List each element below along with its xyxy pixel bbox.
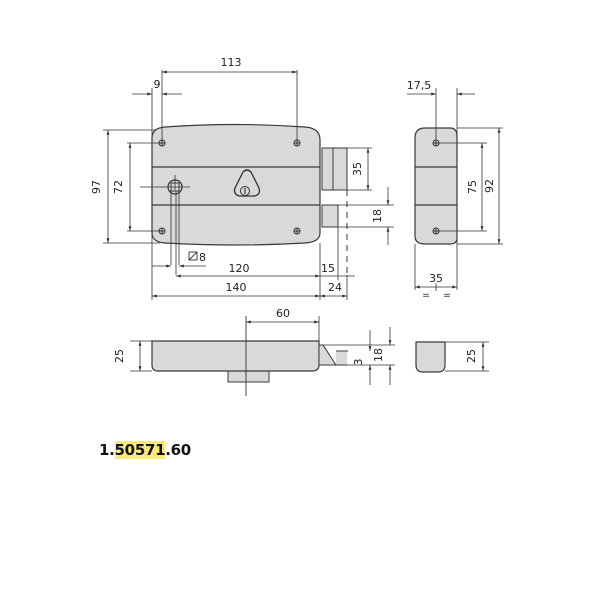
side-view-labels: 17,5 75 92 35 = = (407, 79, 496, 301)
end-view (415, 341, 446, 373)
side-view-dimensions (407, 88, 503, 291)
dim-18-bottom: 18 (372, 348, 385, 362)
dim-3: 3 (352, 359, 365, 366)
side-view (414, 127, 458, 245)
dim-60: 60 (276, 307, 290, 320)
dim-15: 15 (321, 262, 335, 275)
end-view-dimensions (445, 341, 489, 372)
equal-mark-right: = (443, 291, 451, 301)
bottom-view-labels: 60 25 3 18 (113, 307, 385, 366)
front-view-labels: 113 9 97 72 35 18 8 120 140 15 24 (90, 56, 384, 294)
product-code-prefix: 1. (99, 441, 115, 459)
bottom-view-dimensions (130, 316, 395, 385)
dim-72: 72 (112, 180, 125, 194)
dim-120: 120 (229, 262, 250, 275)
front-view-dimensions (103, 70, 394, 300)
product-code-highlight: 50571 (114, 441, 166, 459)
dim-113: 113 (221, 56, 242, 69)
dim-square-8: 8 (199, 251, 206, 264)
dim-17-5: 17,5 (407, 79, 432, 92)
dim-35-width: 35 (429, 272, 443, 285)
dim-25: 25 (113, 349, 126, 363)
bottom-view (151, 316, 348, 396)
dim-18: 18 (371, 209, 384, 223)
dim-92: 92 (483, 179, 496, 193)
product-code: 1.50571.60 (99, 441, 191, 459)
dim-24: 24 (328, 281, 342, 294)
equal-mark-left: = (422, 291, 430, 301)
square-spindle-symbol-icon (188, 251, 198, 261)
dim-75: 75 (466, 180, 479, 194)
dim-35: 35 (351, 162, 364, 176)
spindle-icon (140, 175, 190, 275)
dim-140: 140 (226, 281, 247, 294)
dim-97: 97 (90, 180, 103, 194)
product-code-suffix: .60 (165, 441, 191, 459)
front-view (140, 123, 348, 275)
keyhole-cylinder-icon (233, 169, 261, 197)
screw-hole-icon (293, 227, 301, 235)
dim-9: 9 (154, 78, 161, 91)
dim-25-end: 25 (465, 349, 478, 363)
